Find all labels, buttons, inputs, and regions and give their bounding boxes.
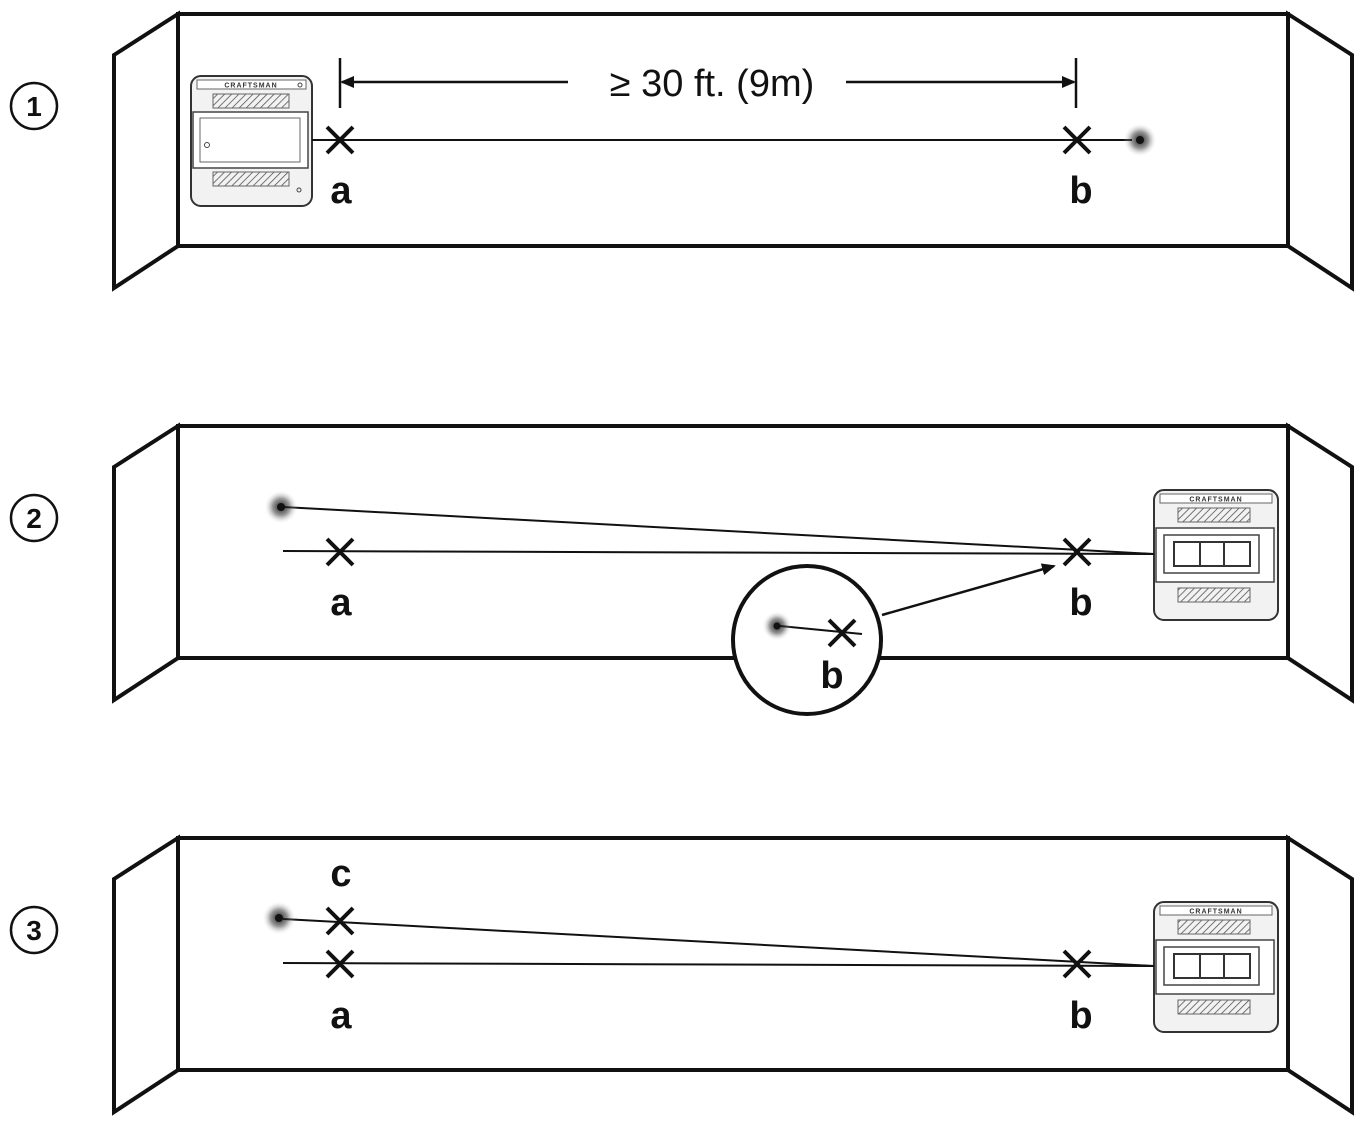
- step-2-badge: 2: [9, 493, 59, 543]
- room-walls: [112, 834, 1354, 1116]
- mark-b-label: b: [1069, 582, 1092, 624]
- laser-level-device: CRAFTSMAN: [190, 75, 313, 207]
- device-brand: CRAFTSMAN: [1189, 909, 1242, 916]
- room-walls: [112, 10, 1354, 292]
- device-brand: CRAFTSMAN: [1189, 497, 1242, 504]
- laser-dot: [262, 901, 296, 935]
- laser-dot: [1123, 123, 1157, 157]
- inset-pointer-arrow: [881, 563, 1056, 617]
- mark-b: [1062, 125, 1092, 155]
- step-1-number: 1: [26, 91, 42, 122]
- dimension-line: [338, 58, 1078, 108]
- laser-level-device: CRAFTSMAN: [1153, 901, 1279, 1033]
- step-1-panel: 1 CRAFTSMAN ≥ 30 ft. (9m): [9, 10, 1354, 292]
- mark-b-label: b: [1069, 995, 1092, 1037]
- mark-b: [1062, 537, 1092, 567]
- laser-dot: [264, 490, 298, 524]
- step-3-number: 3: [26, 915, 42, 946]
- mark-a: [325, 949, 355, 979]
- laser-beam: [282, 506, 1155, 555]
- device-brand: CRAFTSMAN: [224, 83, 277, 90]
- reference-line: [282, 550, 1155, 555]
- reference-line: [282, 962, 1155, 967]
- step-1-badge: 1: [9, 81, 59, 131]
- inset-mark-b-label: b: [820, 655, 843, 697]
- magnified-inset: b: [731, 564, 883, 716]
- mark-a: [325, 125, 355, 155]
- mark-a-label: a: [330, 582, 352, 624]
- step-3-panel: 3 CRAFTSMAN c: [9, 834, 1354, 1116]
- laser-dot: [762, 611, 792, 641]
- laser-beam: [282, 918, 1155, 967]
- mark-c-label: c: [330, 853, 351, 895]
- step-3-badge: 3: [9, 905, 59, 955]
- mark-a-label: a: [330, 995, 352, 1037]
- inset-mark-b: [827, 618, 857, 648]
- laser-level-device: CRAFTSMAN: [1153, 489, 1279, 621]
- mark-c: [325, 906, 355, 936]
- room-walls: [112, 422, 1354, 704]
- mark-a: [325, 537, 355, 567]
- mark-b-label: b: [1069, 170, 1092, 212]
- step-2-number: 2: [26, 503, 42, 534]
- step-2-panel: 2 CRAFTSMAN a: [9, 422, 1354, 716]
- distance-label: ≥ 30 ft. (9m): [610, 63, 815, 105]
- mark-b: [1062, 949, 1092, 979]
- mark-a-label: a: [330, 170, 352, 212]
